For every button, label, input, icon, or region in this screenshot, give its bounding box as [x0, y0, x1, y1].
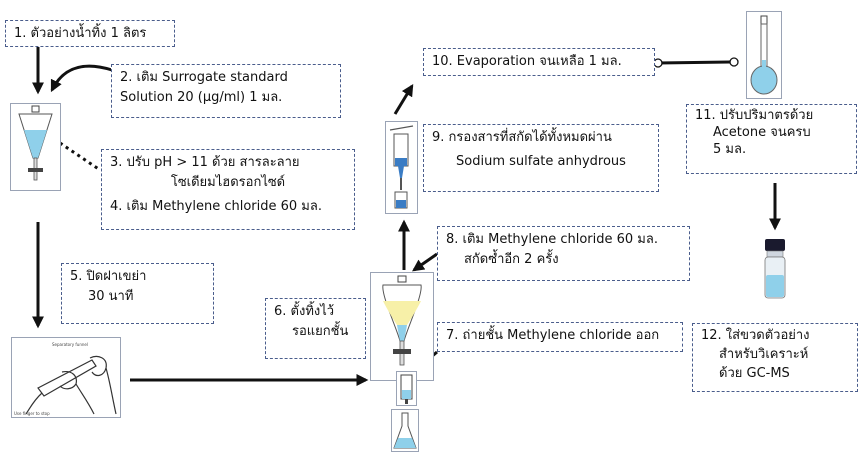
- separatory-funnel-icon: [18, 105, 53, 181]
- step-2-line-2: Solution 20 (µg/ml) 1 มล.: [120, 90, 283, 106]
- dotted-line-3-4: [59, 141, 101, 172]
- collection-tube-icon: [400, 374, 413, 404]
- shaking-hands-illustration: Separatory funnel Use finger to stop: [11, 337, 121, 418]
- step-1-text: 1. ตัวอย่างน้ำทิ้ง 1 ลิตร: [14, 26, 147, 41]
- step-8-line-2: สกัดซ้ำอีก 2 ครั้ง: [464, 252, 559, 268]
- step-8-line-1: 8. เติม Methylene chloride 60 มล.: [446, 232, 658, 247]
- step-11-line-3: 5 มล.: [713, 141, 747, 157]
- step-2-line-1: 2. เติม Surrogate standard: [120, 70, 288, 85]
- step-3-line-1: 3. ปรับ pH > 11 ด้วย สารละลาย: [110, 155, 300, 170]
- erlenmeyer-flask-icon: [393, 412, 417, 449]
- connector-dot-left: [653, 58, 663, 68]
- step-8-box: 8. เติม Methylene chloride 60 มล. สกัดซ้…: [437, 226, 690, 281]
- step-5-line-2: 30 นาที: [88, 289, 134, 305]
- volumetric-flask-illustration: [746, 11, 782, 99]
- sample-vial-illustration: [760, 237, 790, 300]
- step-11-box: 11. ปรับปริมาตรด้วย Acetone จนครบ 5 มล.: [686, 104, 857, 174]
- step-12-box: 12. ใส่ขวดตัวอย่าง สำหรับวิเคราะห์ ด้วย …: [692, 323, 858, 392]
- step-12-line-3: ด้วย GC-MS: [719, 365, 790, 381]
- step-1-box: 1. ตัวอย่างน้ำทิ้ง 1 ลิตร: [5, 20, 175, 47]
- gc-vial-icon: [764, 239, 786, 299]
- arrow-8-to-funnel: [412, 252, 438, 272]
- volumetric-flask-icon: [750, 15, 778, 95]
- step-12-line-2: สำหรับวิเคราะห์: [719, 346, 809, 362]
- separatory-funnel-2-illustration: [370, 272, 434, 381]
- separatory-funnel-layers-icon: [382, 275, 422, 366]
- step-3-4-box: 3. ปรับ pH > 11 ด้วย สารละลาย โซเดียมไฮด…: [101, 149, 355, 230]
- step-5-line-1: 5. ปิดฝาเขย่า: [70, 269, 147, 284]
- collection-tube-illustration: [396, 371, 417, 406]
- separatory-funnel-1-illustration: [10, 103, 61, 191]
- step-10-text: 10. Evaporation จนเหลือ 1 มล.: [432, 54, 622, 69]
- step-7-text: 7. ถ่ายชั้น Methylene chloride ออก: [446, 328, 660, 343]
- step-9-line-2: Sodium sulfate anhydrous: [456, 154, 626, 170]
- step-6-line-2: รอแยกชั้น: [292, 324, 349, 340]
- connector-dot-right: [729, 57, 739, 67]
- step-12-line-1: 12. ใส่ขวดตัวอย่าง: [701, 328, 810, 343]
- step-9-line-1: 9. กรองสารที่สกัดได้ทั้งหมดผ่าน: [432, 130, 612, 145]
- filter-funnel-illustration: [385, 121, 418, 214]
- sodium-sulfate-filter-icon: [389, 125, 414, 209]
- step-4-text: 4. เติม Methylene chloride 60 มล.: [110, 199, 322, 215]
- step-11-line-1: 11. ปรับปริมาตรด้วย: [695, 108, 814, 123]
- step-2-box: 2. เติม Surrogate standard Solution 20 (…: [111, 64, 341, 118]
- arrow-filter-up: [393, 83, 414, 115]
- step-7-box: 7. ถ่ายชั้น Methylene chloride ออก: [437, 322, 683, 352]
- svg-text:Use finger to stop: Use finger to stop: [14, 411, 50, 416]
- step-10-box: 10. Evaporation จนเหลือ 1 มล.: [423, 48, 655, 76]
- step-9-box: 9. กรองสารที่สกัดได้ทั้งหมดผ่าน Sodium s…: [423, 124, 659, 192]
- arrow-10-to-flask: [657, 60, 731, 65]
- hand-shaking-funnel-icon: Separatory funnel Use finger to stop: [14, 342, 117, 416]
- arrow-2-to-funnel: [50, 64, 113, 93]
- svg-text:Separatory funnel: Separatory funnel: [52, 342, 88, 347]
- erlenmeyer-flask-illustration: [391, 409, 419, 452]
- step-6-line-1: 6. ตั้งทิ้งไว้: [274, 304, 335, 319]
- step-3-line-2: โซเดียมไฮดรอกไซด์: [170, 175, 286, 191]
- step-5-box: 5. ปิดฝาเขย่า 30 นาที: [61, 263, 214, 324]
- step-11-line-2: Acetone จนครบ: [713, 124, 811, 140]
- step-6-box: 6. ตั้งทิ้งไว้ รอแยกชั้น: [265, 298, 366, 359]
